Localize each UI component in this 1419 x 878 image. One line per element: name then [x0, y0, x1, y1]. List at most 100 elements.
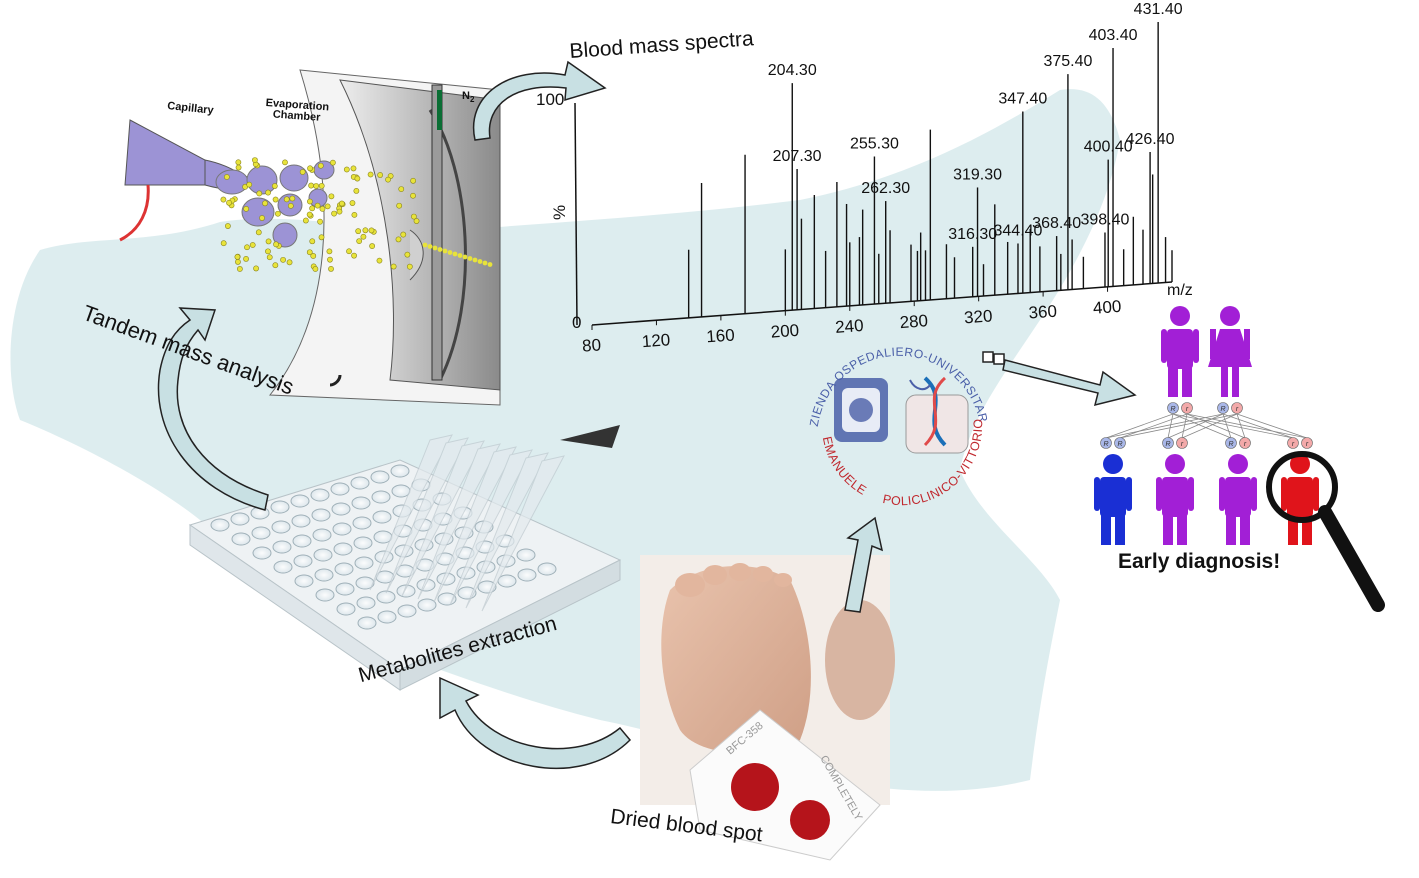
ion-dot — [404, 251, 411, 258]
arrow-to-pedigree — [1002, 359, 1137, 407]
allele-circle — [1287, 437, 1299, 449]
person-icon — [1161, 306, 1199, 397]
nitrogen-label: N2 — [462, 90, 474, 104]
y-axis-label: % — [550, 205, 569, 220]
well — [315, 588, 335, 602]
pipette-tip — [369, 434, 453, 591]
x-tick-label: 400 — [1092, 297, 1122, 318]
nitrogen-subscript: 2 — [469, 95, 475, 105]
evaporation-chamber-label: Evaporation Chamber — [264, 97, 329, 124]
ion-dot — [452, 251, 458, 257]
straight-arrows — [844, 351, 1137, 613]
ion-dot — [280, 256, 286, 263]
allele-text: R — [1220, 406, 1225, 413]
ion-dot — [235, 159, 242, 166]
ion-dot — [376, 257, 383, 264]
allele-circle — [1100, 437, 1112, 449]
ion-dot — [346, 248, 352, 255]
ion-dot — [437, 247, 443, 252]
allele-text: r — [1186, 406, 1189, 413]
well — [376, 590, 396, 604]
ion-dot — [318, 182, 325, 189]
well — [292, 534, 312, 548]
ion-dot — [249, 242, 256, 248]
inheritance-line — [1172, 413, 1294, 439]
ion-dot — [318, 234, 325, 241]
ion-dot — [410, 192, 416, 199]
well — [330, 482, 350, 496]
well — [516, 548, 536, 562]
inheritance-line — [1236, 413, 1246, 439]
pipette-tip — [417, 443, 501, 600]
allele-text: R — [1165, 441, 1170, 448]
ion-dot — [287, 202, 294, 209]
person-icon — [1281, 454, 1319, 545]
well — [333, 542, 353, 556]
allele-text: R — [1228, 441, 1233, 448]
allele-circle — [1181, 402, 1193, 414]
well — [537, 562, 557, 576]
ion-dot — [302, 217, 309, 224]
ion-dot — [413, 218, 420, 224]
ion-dot — [398, 186, 405, 192]
allele-text: r — [1292, 441, 1295, 448]
x-tick-label: 200 — [770, 321, 800, 342]
well — [311, 508, 331, 522]
peak-label: 262.30 — [861, 180, 910, 197]
ion-dot — [243, 255, 249, 262]
pipette-tip — [481, 455, 565, 612]
x-tick-label: 160 — [706, 325, 736, 346]
ion-dot — [368, 227, 375, 234]
allele-text: r — [1244, 441, 1247, 448]
arrow-to-spectra — [472, 60, 607, 141]
allele-text: r — [1306, 441, 1309, 448]
ion-dot — [467, 256, 473, 261]
well — [353, 536, 373, 550]
ion-dot — [286, 259, 293, 266]
person-icon — [1156, 454, 1194, 545]
well — [351, 496, 371, 510]
droplet — [215, 169, 249, 195]
ion-dot — [220, 240, 227, 247]
x-axis-label: m/z — [1167, 282, 1193, 299]
allele-circle — [1231, 402, 1243, 414]
ion-dot — [272, 196, 279, 203]
well — [372, 510, 392, 524]
ion-dot — [271, 183, 278, 189]
allele-circle — [1225, 437, 1237, 449]
well — [371, 490, 391, 504]
ion-dot — [395, 236, 402, 243]
ion-dot — [462, 254, 468, 260]
well — [331, 502, 351, 516]
well — [497, 574, 517, 588]
well — [397, 604, 417, 618]
ion-dot — [319, 205, 326, 212]
x-tick-label: 280 — [899, 311, 929, 332]
ion-dot — [282, 159, 288, 166]
pipette-tip — [433, 446, 517, 603]
inheritance-line — [1181, 413, 1188, 439]
ion-dot — [367, 171, 374, 178]
allele-text: R — [1170, 406, 1175, 413]
ion-dot — [253, 265, 259, 272]
well — [350, 476, 370, 490]
x-tick-label: 120 — [641, 330, 671, 351]
inheritance-line — [1105, 413, 1174, 439]
allele-circle — [1301, 437, 1313, 449]
ion-dot — [272, 262, 279, 269]
peak-label: 431.40 — [1134, 1, 1183, 18]
inheritance-line — [1119, 413, 1188, 439]
peak-label: 207.30 — [773, 148, 822, 165]
ion-dot — [328, 193, 335, 200]
ion-dot — [244, 244, 250, 251]
well — [352, 516, 372, 530]
ion-dot — [262, 200, 268, 207]
peak-label: 375.40 — [1043, 53, 1092, 70]
well — [231, 532, 251, 546]
well — [251, 526, 271, 540]
arrow-up-to-logo — [844, 516, 884, 613]
peak-label: 368.40 — [1032, 215, 1081, 232]
ion-dot — [427, 244, 433, 249]
